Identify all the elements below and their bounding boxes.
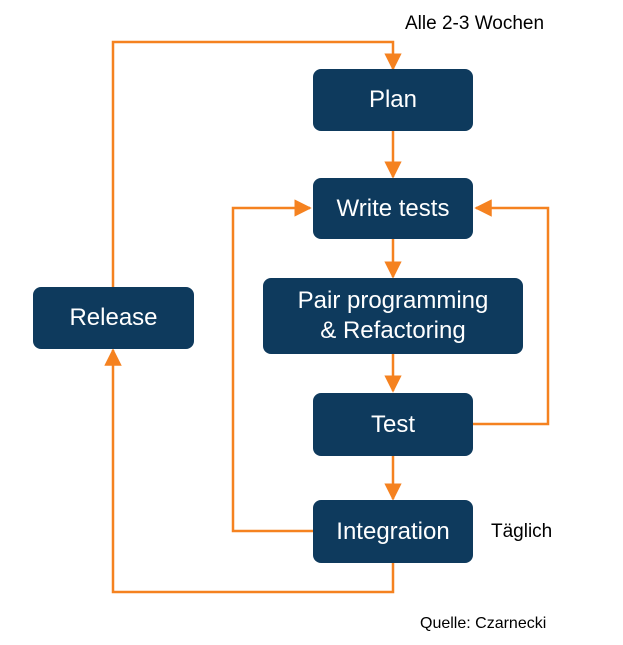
test-label: Test xyxy=(370,410,415,438)
write-tests-box: Write tests xyxy=(313,178,473,239)
cycle-inner-label: Täglich xyxy=(491,521,553,542)
plan-label: Plan xyxy=(368,86,418,113)
pair-programming-box: Pair programming & Refactoring xyxy=(263,278,523,354)
arrow-integration-loop-to-write-tests xyxy=(231,199,313,533)
release-label: Release xyxy=(69,304,158,331)
pair-programming-label-line2: & Refactoring xyxy=(320,317,466,344)
arrow-test-loop-to-write-tests xyxy=(473,199,550,426)
test-box: Test xyxy=(313,393,473,456)
write-tests-label: Write tests xyxy=(336,194,450,222)
integration-box: Integration xyxy=(313,500,473,563)
cycle-outer-label: Alle 2-3 Wochen xyxy=(405,13,545,34)
source-caption: Quelle: Czarnecki xyxy=(420,615,547,632)
plan-box: Plan xyxy=(313,69,473,131)
release-box: Release xyxy=(33,287,194,349)
pair-programming-label-line1: Pair programming xyxy=(297,287,489,314)
arrow-release-to-plan xyxy=(111,40,402,287)
arrow-integration-to-release xyxy=(104,348,395,594)
integration-label: Integration xyxy=(336,517,450,545)
